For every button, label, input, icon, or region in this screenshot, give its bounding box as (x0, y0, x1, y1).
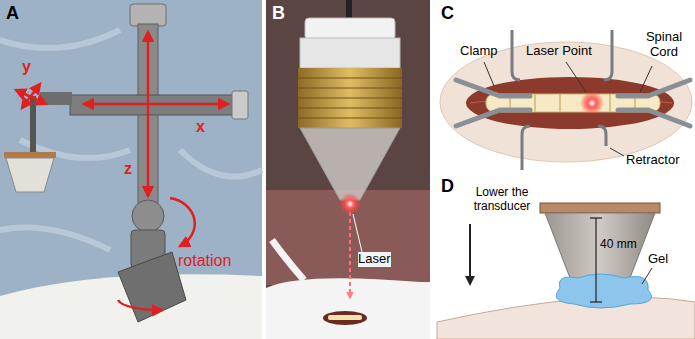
arm-photo-part (22, 84, 40, 108)
axis-label: x (196, 118, 205, 136)
callout-label: Laser (358, 252, 391, 267)
callout-label: Clamp (460, 44, 498, 59)
surgical-site-part (484, 62, 494, 86)
transducer-photo-part (266, 278, 430, 339)
arm-photo (0, 0, 262, 339)
arm-photo-part (70, 95, 240, 115)
panel-letter: B (272, 3, 285, 24)
transducer-photo-part (298, 68, 402, 128)
arm-photo-part (118, 252, 186, 322)
transducer-photo-part (266, 190, 430, 285)
surgical-site-part (580, 91, 604, 115)
arm-photo-part (6, 158, 54, 192)
callout-label: Laser Point (526, 44, 592, 59)
surgical-site-part (566, 62, 586, 92)
transducer-photo-part (349, 212, 351, 298)
surgical-site-part (604, 30, 612, 80)
panel-letter: D (441, 176, 454, 197)
transducer-photo-part (305, 18, 395, 40)
arm-photo-part (130, 4, 166, 26)
arm-photo-part (132, 200, 164, 232)
surgical-site (440, 30, 692, 170)
arm-photo-part (232, 91, 248, 119)
callout-label: Retractor (626, 153, 679, 168)
surgical-site-part (618, 110, 690, 126)
lowering-sketch-part (545, 213, 655, 283)
transducer-photo-part (328, 315, 362, 320)
transducer-photo-part (300, 38, 400, 68)
surgical-site-part (618, 80, 690, 96)
arm-photo-part (0, 0, 262, 339)
callout-label: Gel (648, 252, 668, 267)
lowering-sketch (437, 203, 695, 339)
lowering-sketch-part (540, 203, 660, 213)
transducer-photo-part (300, 128, 400, 200)
surgical-site-part (456, 110, 530, 126)
arm-photo-part (170, 198, 195, 246)
transducer-photo-part (266, 0, 430, 339)
lowering-sketch-part (595, 218, 596, 302)
lowering-sketch-part (469, 224, 471, 284)
surgical-site-part (610, 148, 624, 156)
transducer-photo (266, 0, 430, 339)
lowering-sketch-part (556, 274, 651, 308)
arm-photo-part (4, 152, 56, 158)
panel-letter: A (6, 3, 19, 24)
arm-photo-part (0, 30, 262, 250)
lowering-sketch-part (590, 217, 602, 218)
transducer-photo-part (272, 240, 304, 280)
transducer-photo-part (339, 193, 361, 215)
lowering-sketch-part (590, 301, 602, 302)
transducer-photo-part (353, 214, 362, 252)
arm-photo-part (147, 32, 150, 196)
arm-photo-part (30, 96, 36, 152)
arm-photo-part (118, 300, 162, 310)
axis-label: z (124, 160, 132, 178)
instruction-label: Lower the transducer (462, 186, 542, 214)
dimension-label: 40 mm (600, 238, 637, 252)
arm-photo-part (84, 103, 228, 106)
callout-label: Spinal Cord (640, 30, 688, 60)
rotation-label: rotation (178, 252, 231, 270)
transducer-photo-part (323, 311, 367, 325)
surgical-site-part (440, 42, 692, 162)
surgical-site-part (640, 66, 652, 92)
surgical-site-part (512, 30, 520, 80)
surgical-site-part (522, 126, 530, 170)
transducer-photo-part (346, 0, 352, 20)
panel-letter: C (441, 3, 454, 24)
lowering-sketch-part (642, 268, 652, 284)
surgical-site-part (598, 126, 606, 146)
axis-label: y (22, 58, 31, 76)
transducer-photo-part (298, 78, 402, 118)
